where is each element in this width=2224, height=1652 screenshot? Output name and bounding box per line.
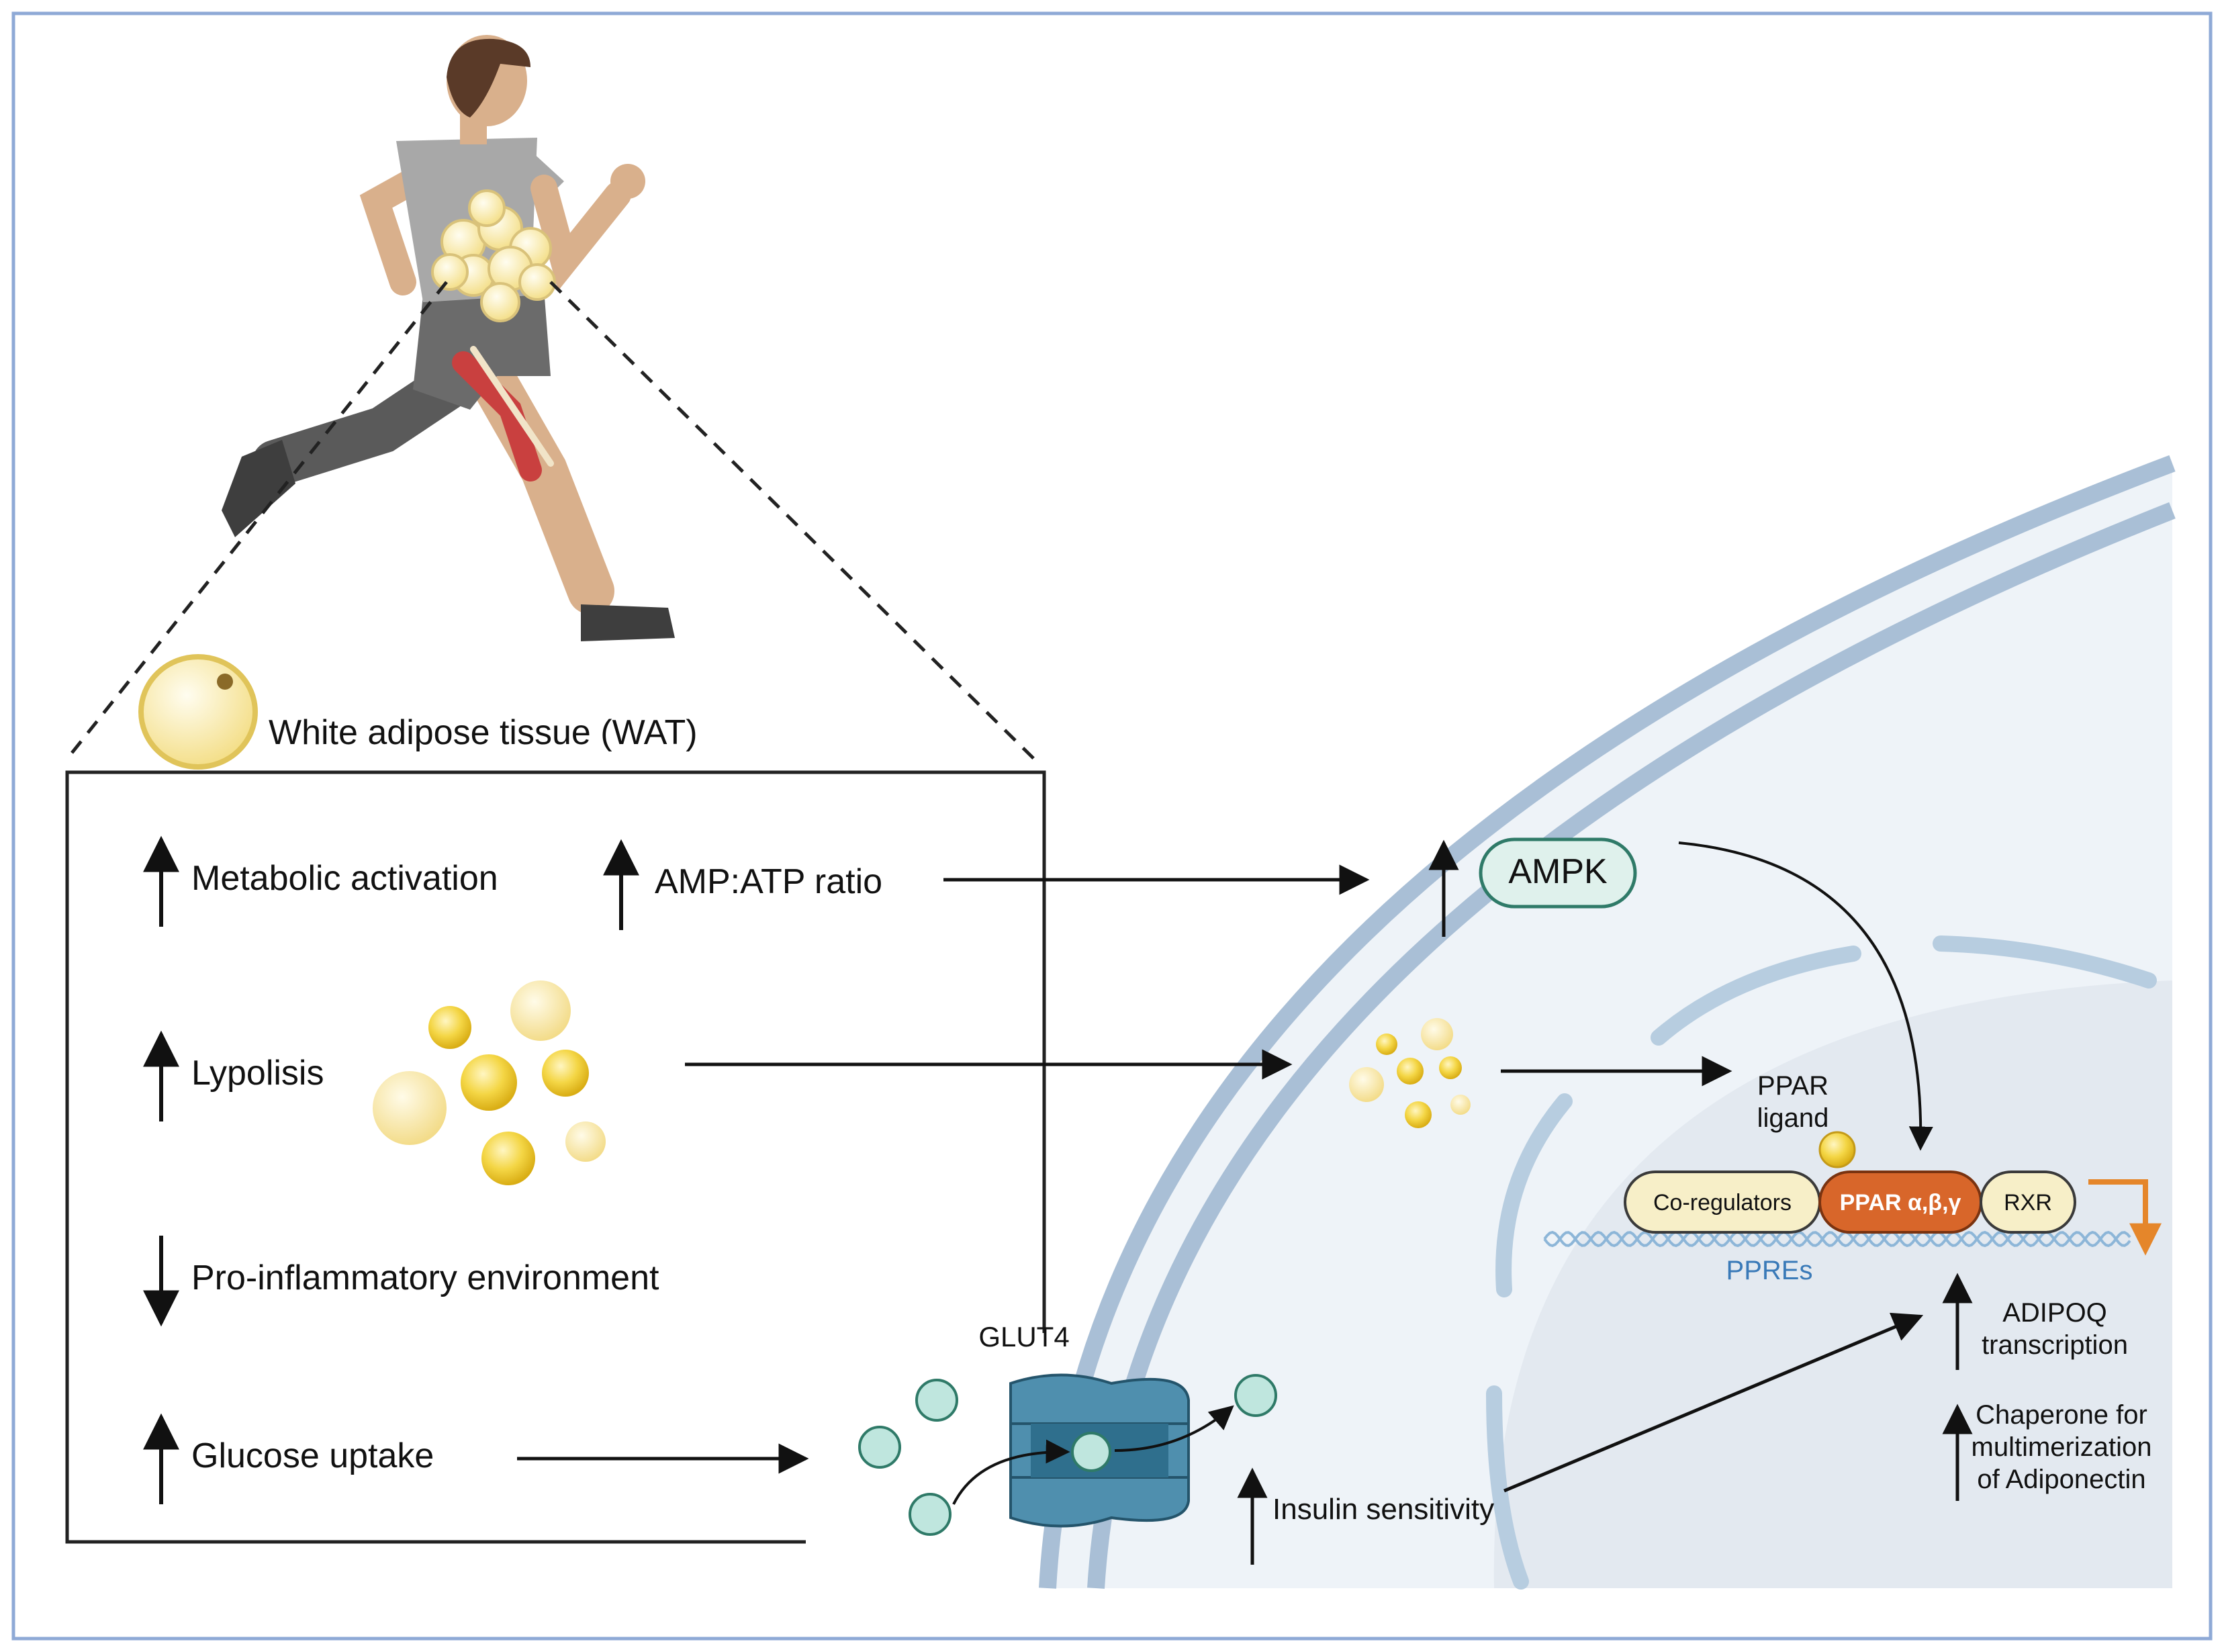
ppar-label: PPAR α,β,γ xyxy=(1840,1190,1961,1215)
ppar-ligand-line1: PPAR xyxy=(1757,1071,1828,1101)
nuclear-envelope xyxy=(1486,935,2157,1590)
effect-lypolisis: Lypolisis xyxy=(143,1030,324,1121)
rxr-label: RXR xyxy=(2004,1190,2052,1215)
wat-box xyxy=(65,770,1046,1544)
effect-label: Metabolic activation xyxy=(191,859,498,898)
lipid-droplet-icon xyxy=(373,980,606,1185)
adipocyte-icon xyxy=(138,654,258,770)
adipoq-line1: ADIPOQ xyxy=(2002,1298,2107,1328)
effect-metabolic-activation: Metabolic activation xyxy=(143,835,498,927)
glucose-molecule-icon xyxy=(858,1374,1277,1536)
ampk-node xyxy=(1479,837,1637,909)
adipoq-line2: transcription xyxy=(1982,1330,2128,1360)
ppar-ligand-line2: ligand xyxy=(1757,1103,1829,1133)
insulin-sensitivity-label: Insulin sensitivity xyxy=(1272,1493,1494,1526)
cell xyxy=(1039,455,2176,1590)
effect-glucose-uptake: Glucose uptake xyxy=(143,1413,434,1504)
chaperone-line3: of Adiponectin xyxy=(1977,1465,2145,1494)
transcription-arrow xyxy=(2088,1179,2162,1256)
effect-label: Glucose uptake xyxy=(191,1436,434,1475)
nucleus xyxy=(1493,980,2172,1588)
effect-label: Lypolisis xyxy=(191,1054,324,1093)
cell-membrane-outer xyxy=(1039,455,2176,1589)
ampk-label: AMPK xyxy=(1508,852,1608,891)
chaperone-line1: Chaperone for xyxy=(1976,1400,2147,1430)
effect-label: Pro-inflammatory environment xyxy=(191,1258,659,1297)
arrow-insulin-to-adipoq xyxy=(1503,1312,1924,1493)
cytoplasm-lipids xyxy=(1349,1018,1471,1128)
adipocyte-cluster-icon xyxy=(431,189,556,322)
effect-amp-atp: AMP:ATP ratio xyxy=(603,839,882,930)
effect-pro-inflammatory: Pro-inflammatory environment xyxy=(143,1236,659,1327)
ppar-ligand-icon xyxy=(1818,1131,1856,1168)
arrow-ampk-to-ppar xyxy=(1678,841,1933,1151)
coregulators-label: Co-regulators xyxy=(1653,1190,1792,1215)
arrow-glucose-exit xyxy=(1114,1405,1234,1452)
wat-title: White adipose tissue (WAT) xyxy=(269,713,698,752)
rxr-node xyxy=(1980,1171,2076,1234)
zoom-line-right xyxy=(549,281,1042,767)
amp-atp-label: AMP:ATP ratio xyxy=(655,862,882,901)
arrow-glucose-through-glut4 xyxy=(952,1439,1070,1505)
glut4-label: GLUT4 xyxy=(978,1321,1069,1352)
chaperone-line2: multimerization xyxy=(1972,1432,2152,1462)
ppres-label: PPREs xyxy=(1726,1256,1813,1285)
